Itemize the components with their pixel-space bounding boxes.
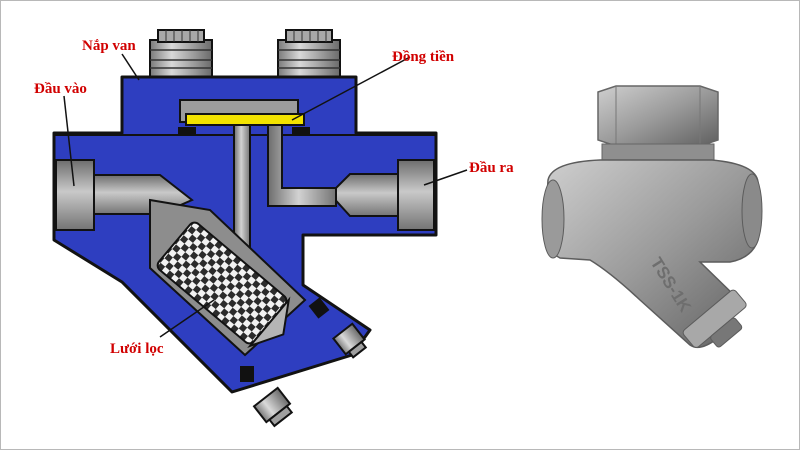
diagram-labels: Nắp van Đồng tiền Đầu vào Đầu ra Lưới lọ… <box>34 38 514 357</box>
label-outlet: Đầu ra <box>469 160 514 176</box>
label-cover: Nắp van <box>82 38 136 54</box>
strainer-mesh <box>156 221 291 348</box>
label-strainer: Lưới lọc <box>110 341 164 357</box>
outlet-port <box>328 159 435 231</box>
label-disc: Đồng tiền <box>392 49 455 65</box>
drain-plug <box>252 386 294 428</box>
cross-section-diagram <box>52 29 468 428</box>
top-plug-left <box>149 29 213 78</box>
side-bolt <box>331 322 368 359</box>
top-plug-right <box>277 29 341 78</box>
leader-lines <box>63 53 468 338</box>
disc <box>185 113 305 126</box>
outlet-channel <box>267 124 337 207</box>
label-inlet: Đầu vào <box>34 81 87 97</box>
steam-trap-photo: TSS-1K <box>541 85 763 349</box>
